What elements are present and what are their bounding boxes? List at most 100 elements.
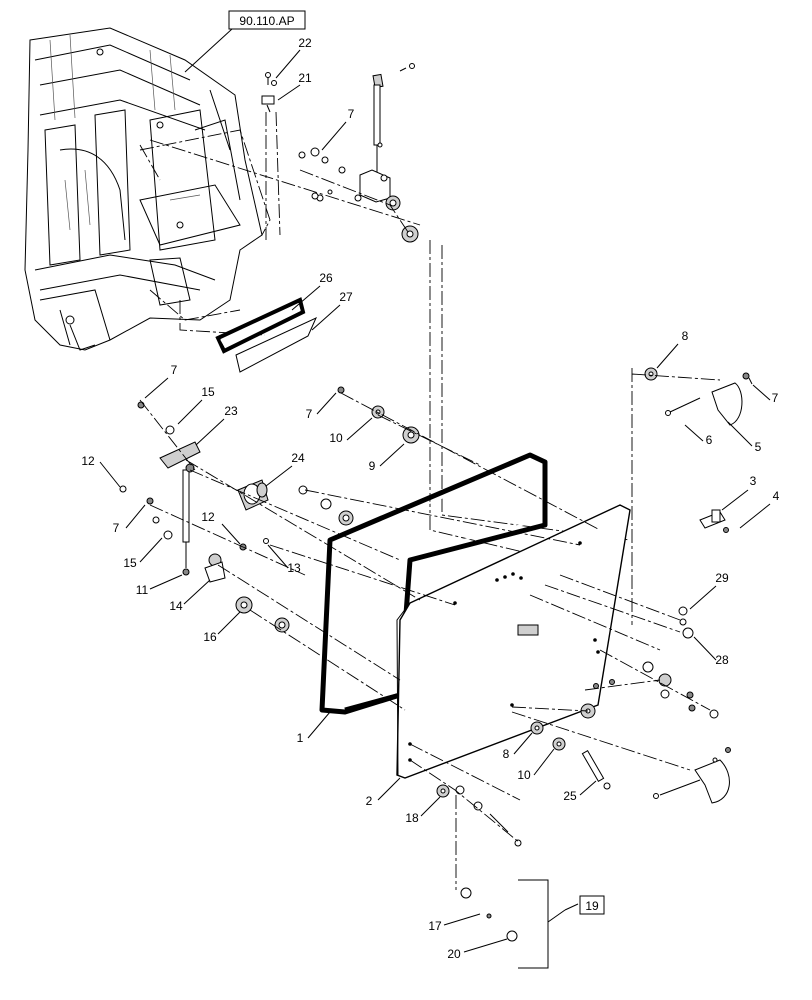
right-side-hardware bbox=[580, 606, 719, 719]
callout-number-15[interactable]: 15 bbox=[123, 556, 137, 570]
callout-number-27[interactable]: 27 bbox=[339, 290, 353, 304]
callout-leader-22 bbox=[275, 49, 301, 79]
callout-leader-13 bbox=[267, 544, 289, 569]
right-centerlines bbox=[511, 574, 711, 712]
callout-number-20[interactable]: 20 bbox=[447, 947, 461, 961]
callout-leader-27 bbox=[311, 304, 341, 331]
callout-leader-6 bbox=[684, 424, 704, 442]
callout-leader-12 bbox=[221, 523, 241, 545]
callout-number-8[interactable]: 8 bbox=[682, 329, 689, 343]
callout-leader-7 bbox=[752, 384, 771, 401]
callout-leader-7 bbox=[125, 504, 146, 529]
kit-box[interactable]: 19 bbox=[579, 895, 605, 915]
callout-number-22[interactable]: 22 bbox=[298, 36, 312, 50]
callout-number-23[interactable]: 23 bbox=[224, 404, 238, 418]
callout-number-16[interactable]: 16 bbox=[203, 630, 217, 644]
callout-leader-8 bbox=[513, 732, 533, 755]
callout-number-2[interactable]: 2 bbox=[366, 794, 373, 808]
callout-number-17[interactable]: 17 bbox=[428, 919, 442, 933]
callout-leader-16 bbox=[217, 611, 241, 635]
callout-leader-7 bbox=[321, 121, 347, 151]
callout-number-3[interactable]: 3 bbox=[750, 474, 757, 488]
door-panel-2 bbox=[396, 504, 631, 779]
callout-number-18[interactable]: 18 bbox=[405, 811, 419, 825]
callout-leader-15 bbox=[139, 537, 163, 563]
callout-leader-18 bbox=[420, 796, 441, 817]
left-hardware bbox=[119, 401, 354, 633]
top-bolt-assembly bbox=[261, 72, 281, 240]
callout-number-10[interactable]: 10 bbox=[329, 431, 343, 445]
callout-leader-23 bbox=[195, 418, 225, 446]
right-hinge-upper bbox=[644, 367, 753, 426]
callout-leader-4 bbox=[739, 503, 771, 529]
bushing-24 bbox=[237, 479, 269, 511]
callout-leader-11 bbox=[149, 574, 183, 590]
callout-number-13[interactable]: 13 bbox=[287, 561, 301, 575]
callout-number-7[interactable]: 7 bbox=[348, 107, 355, 121]
callout-number-12[interactable]: 12 bbox=[81, 454, 95, 468]
callout-leader-25 bbox=[579, 780, 597, 796]
handle-23 bbox=[159, 441, 201, 473]
callout-leader-7 bbox=[144, 377, 169, 399]
callout-leader-7 bbox=[316, 392, 337, 415]
callout-leader-20 bbox=[463, 938, 508, 953]
callout-number-7[interactable]: 7 bbox=[306, 407, 313, 421]
callout-leader-10 bbox=[346, 417, 373, 441]
callout-number-25[interactable]: 25 bbox=[563, 789, 577, 803]
callout-number-21[interactable]: 21 bbox=[298, 71, 312, 85]
callout-leader-5 bbox=[727, 421, 753, 447]
callout-leader-14 bbox=[183, 579, 211, 605]
bottom-left-hardware bbox=[436, 784, 522, 942]
callout-number-7[interactable]: 7 bbox=[113, 521, 120, 535]
callout-number-4[interactable]: 4 bbox=[773, 489, 780, 503]
callout-leader-24 bbox=[265, 465, 293, 487]
callout-leader-15 bbox=[177, 399, 203, 425]
callout-number-29[interactable]: 29 bbox=[715, 571, 729, 585]
callout-leader-8 bbox=[656, 343, 679, 369]
callout-number-28[interactable]: 28 bbox=[715, 653, 729, 667]
callout-number-8[interactable]: 8 bbox=[503, 747, 510, 761]
callout-number-7[interactable]: 7 bbox=[171, 363, 178, 377]
callout-number-7[interactable]: 7 bbox=[772, 391, 779, 405]
upper-gas-strut bbox=[298, 63, 419, 243]
callout-leader-12 bbox=[99, 461, 121, 488]
callout-number-6[interactable]: 6 bbox=[706, 433, 713, 447]
baler-frame-illustration bbox=[24, 27, 263, 351]
callout-leader-1 bbox=[307, 711, 331, 739]
callout-number-14[interactable]: 14 bbox=[169, 599, 183, 613]
callout-number-24[interactable]: 24 bbox=[291, 451, 305, 465]
reference-box[interactable]: 90.110.AP bbox=[184, 10, 306, 73]
callout-leader-9 bbox=[379, 443, 405, 467]
right-hinge-lower bbox=[653, 747, 731, 804]
seal-27 bbox=[235, 316, 317, 373]
callout-number-11[interactable]: 11 bbox=[136, 583, 149, 597]
callout-leader-2 bbox=[377, 777, 401, 801]
callout-leader-10 bbox=[533, 748, 555, 776]
callout-number-1[interactable]: 1 bbox=[297, 731, 304, 745]
right-upper-centerline bbox=[631, 368, 721, 625]
left-centerlines bbox=[139, 399, 581, 711]
center-hardware bbox=[337, 386, 420, 444]
seal-26 bbox=[215, 297, 306, 354]
callout-leader-29 bbox=[689, 585, 717, 610]
bottom-center-hardware bbox=[530, 721, 611, 790]
callout-number-12[interactable]: 12 bbox=[201, 510, 215, 524]
frame-to-panel-dashed bbox=[139, 139, 421, 336]
callout-number-15[interactable]: 15 bbox=[201, 385, 215, 399]
callout-number-5[interactable]: 5 bbox=[755, 440, 762, 454]
frame-mounting-outline bbox=[139, 129, 271, 321]
kit-box-label: 19 bbox=[585, 899, 599, 913]
callout-leader-21 bbox=[277, 84, 301, 101]
callout-number-26[interactable]: 26 bbox=[319, 271, 333, 285]
bracket-3 bbox=[699, 509, 729, 533]
reference-box-label: 90.110.AP bbox=[239, 14, 294, 28]
kit-bracket bbox=[518, 879, 579, 969]
callout-leader-26 bbox=[291, 285, 321, 311]
door-seal-1 bbox=[319, 452, 548, 715]
callout-leader-28 bbox=[693, 636, 717, 661]
callout-number-9[interactable]: 9 bbox=[369, 459, 376, 473]
callout-number-10[interactable]: 10 bbox=[517, 768, 531, 782]
bottom-centerlines bbox=[409, 743, 521, 890]
